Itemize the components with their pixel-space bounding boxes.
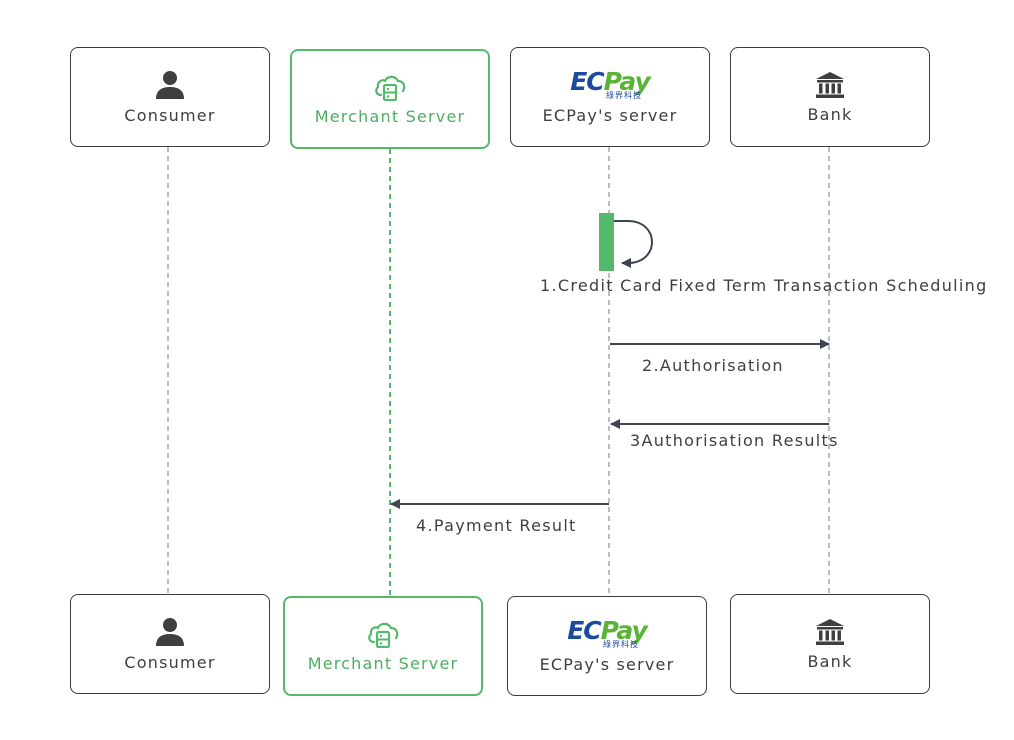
ecpay-logo: ECPay 綠界科技 [570, 67, 651, 100]
bank-icon [816, 618, 844, 645]
message-1-label: 1.Credit Card Fixed Term Transaction Sch… [540, 276, 988, 295]
participant-label: ECPay's server [539, 655, 675, 674]
participant-label: ECPay's server [542, 106, 678, 125]
participant-label: Bank [807, 104, 853, 124]
bank-icon [816, 71, 844, 98]
participant-consumer-top: Consumer [70, 47, 270, 147]
participant-label: Consumer [124, 105, 216, 125]
ecpay-logo: ECPay 綠界科技 [567, 616, 648, 649]
participant-label: Merchant Server [307, 653, 459, 673]
message-3-label: 3Authorisation Results [630, 431, 839, 450]
user-icon [156, 70, 184, 99]
participant-bank-bottom: Bank [730, 594, 930, 694]
cloud-server-icon [375, 75, 406, 101]
participant-merchant-bottom: Merchant Server [283, 596, 483, 696]
participant-ecpay-top: ECPay 綠界科技 ECPay's server [510, 47, 710, 147]
message-2-label: 2.Authorisation [642, 356, 784, 375]
participant-label: Merchant Server [314, 106, 466, 126]
activation-bar [599, 213, 614, 271]
cloud-server-icon [368, 622, 399, 648]
participant-bank-top: Bank [730, 47, 930, 147]
participant-label: Consumer [124, 652, 216, 672]
participant-label: Bank [807, 651, 853, 671]
participant-merchant-top: Merchant Server [290, 49, 490, 149]
participant-consumer-bottom: Consumer [70, 594, 270, 694]
self-call-arrow [614, 220, 653, 268]
user-icon [156, 617, 184, 646]
message-4-label: 4.Payment Result [416, 516, 577, 535]
participant-ecpay-bottom: ECPay 綠界科技 ECPay's server [507, 596, 707, 696]
